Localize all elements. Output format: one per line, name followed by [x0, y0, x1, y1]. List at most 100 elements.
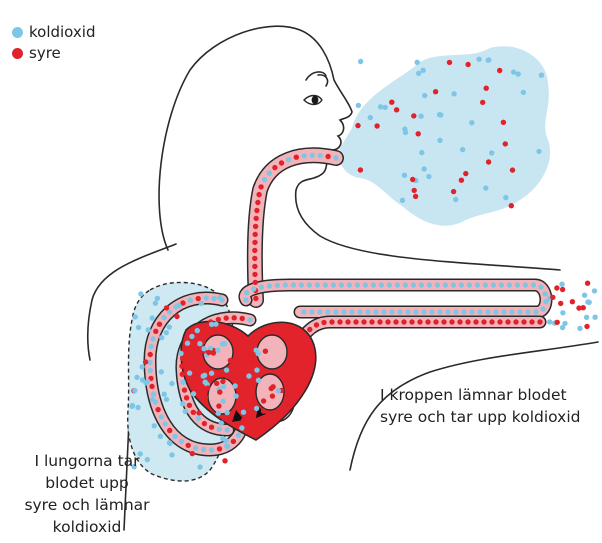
- oxygen-dot: [521, 319, 526, 324]
- co2-dot: [159, 414, 164, 419]
- co2-dot: [180, 401, 185, 406]
- co2-dot: [358, 59, 363, 64]
- co2-dot: [421, 309, 426, 314]
- co2-dot: [239, 425, 244, 430]
- oxygen-dot: [252, 240, 257, 245]
- co2-dot: [155, 296, 160, 301]
- co2-dot: [203, 380, 208, 385]
- oxygen-dot: [252, 256, 257, 261]
- co2-dot: [429, 309, 434, 314]
- oxygen-dot: [290, 362, 295, 367]
- co2-dot: [251, 286, 256, 291]
- oxygen-dot: [234, 345, 239, 350]
- co2-dot: [383, 105, 388, 110]
- oxygen-dot: [254, 216, 259, 221]
- oxygen-dot: [584, 324, 589, 329]
- oxygen-dot: [447, 60, 452, 65]
- co2-dot: [225, 444, 230, 449]
- oxygen-dot: [361, 319, 366, 324]
- oxygen-dot: [149, 384, 154, 389]
- co2-dot: [307, 282, 312, 287]
- caption-lungs-line: syre och lämnar: [2, 494, 172, 516]
- co2-dot: [150, 397, 155, 402]
- co2-dot: [267, 283, 272, 288]
- oxygen-dot: [253, 296, 258, 301]
- oxygen-dot: [401, 319, 406, 324]
- co2-dot: [148, 368, 153, 373]
- co2-dot: [185, 341, 190, 346]
- oxygen-dot: [213, 321, 218, 326]
- co2-dot: [418, 114, 423, 119]
- oxygen-dot: [393, 319, 398, 324]
- oxygen-dot: [480, 100, 485, 105]
- oxygen-dot: [217, 446, 222, 451]
- co2-dot: [475, 282, 480, 287]
- oxygen-dot: [261, 398, 266, 403]
- oxygen-dot: [325, 154, 330, 159]
- oxygen-dot: [292, 354, 297, 359]
- oxygen-dot: [345, 319, 350, 324]
- oxygen-dot: [232, 315, 237, 320]
- co2-dot: [247, 317, 252, 322]
- co2-dot: [153, 301, 158, 306]
- co2-dot: [426, 174, 431, 179]
- co2-dot: [134, 375, 139, 380]
- co2-dot: [378, 104, 383, 109]
- co2-dot: [536, 149, 541, 154]
- oxygen-dot: [202, 421, 207, 426]
- co2-dot: [158, 434, 163, 439]
- co2-dot: [151, 392, 156, 397]
- oxygen-dot: [261, 408, 266, 413]
- co2-dot: [445, 309, 450, 314]
- oxygen-dot: [153, 329, 158, 334]
- co2-dot-icon: [12, 27, 23, 38]
- co2-dot: [453, 197, 458, 202]
- oxygen-dot: [241, 418, 246, 423]
- oxygen-dot: [220, 379, 225, 384]
- oxygen-dot: [180, 372, 185, 377]
- oxygen-dot: [537, 319, 542, 324]
- co2-dot: [197, 341, 202, 346]
- co2-dot: [511, 69, 516, 74]
- co2-dot: [453, 309, 458, 314]
- oxygen-dot: [196, 296, 201, 301]
- oxygen-dot: [287, 386, 292, 391]
- caption-lungs-line: blodet upp: [2, 472, 172, 494]
- co2-dot: [191, 391, 196, 396]
- oxygen-dot: [240, 316, 245, 321]
- oxygen-dot: [307, 327, 312, 332]
- co2-dot: [584, 315, 589, 320]
- co2-dot: [451, 91, 456, 96]
- co2-dot: [467, 282, 472, 287]
- oxygen-dot: [252, 264, 257, 269]
- oxygen-dot: [191, 410, 196, 415]
- oxygen-dot: [509, 203, 514, 208]
- oxygen-dot: [157, 322, 162, 327]
- co2-dot: [262, 177, 267, 182]
- oxygen-dot: [186, 443, 191, 448]
- co2-dot: [149, 344, 154, 349]
- co2-dot: [179, 439, 184, 444]
- oxygen-dot: [497, 68, 502, 73]
- co2-dot: [405, 309, 410, 314]
- oxygen-dot: [355, 123, 360, 128]
- oxygen-dot: [314, 322, 319, 327]
- co2-dot: [387, 282, 392, 287]
- co2-dot: [222, 458, 227, 463]
- co2-dot: [236, 433, 241, 438]
- co2-dot: [217, 295, 222, 300]
- caption-lungs-line: I lungorna tar: [2, 450, 172, 472]
- oxygen-dot: [554, 285, 559, 290]
- oxygen-dot: [377, 319, 382, 324]
- co2-dot: [403, 282, 408, 287]
- co2-dot: [195, 328, 200, 333]
- oxygen-dot: [216, 317, 221, 322]
- co2-dot: [486, 58, 491, 63]
- co2-dot: [232, 383, 237, 388]
- co2-dot: [517, 309, 522, 314]
- oxygen-dot: [159, 369, 164, 374]
- oxygen-dot: [252, 248, 257, 253]
- co2-dot: [301, 309, 306, 314]
- co2-dot: [259, 284, 264, 289]
- co2-dot: [220, 341, 225, 346]
